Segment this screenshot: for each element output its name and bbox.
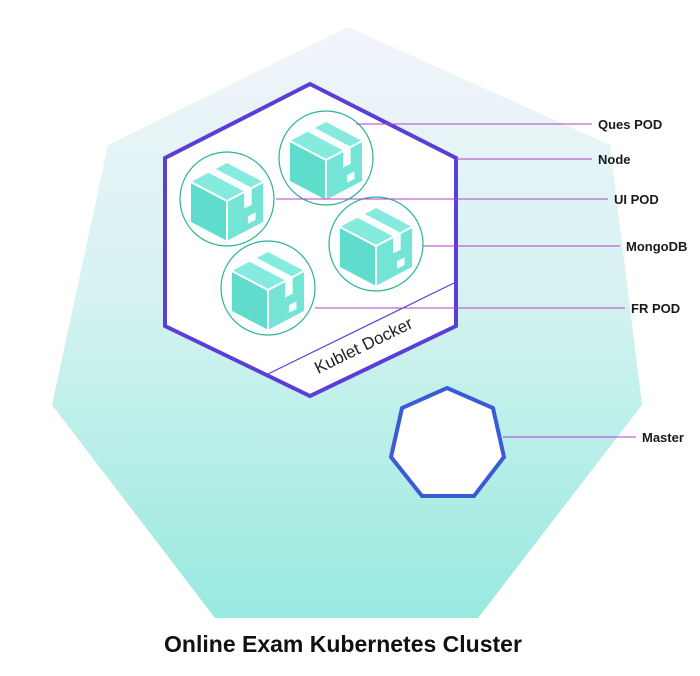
pod-ques bbox=[278, 110, 374, 206]
label-node: Node bbox=[598, 152, 631, 167]
label-master: Master bbox=[642, 430, 684, 445]
pod-ui bbox=[179, 151, 275, 247]
diagram-title: Online Exam Kubernetes Cluster bbox=[164, 631, 522, 657]
callout-lines bbox=[276, 123, 636, 438]
label-ques-pod: Ques POD bbox=[598, 117, 662, 132]
label-mongodb: MongoDB bbox=[626, 239, 687, 254]
kublet-docker-divider bbox=[267, 281, 457, 375]
label-ui-pod: UI POD bbox=[614, 192, 659, 207]
pod-fr bbox=[220, 240, 316, 336]
label-fr-pod: FR POD bbox=[631, 301, 680, 316]
pod-mongodb bbox=[328, 196, 424, 292]
master-heptagon bbox=[388, 385, 507, 498]
